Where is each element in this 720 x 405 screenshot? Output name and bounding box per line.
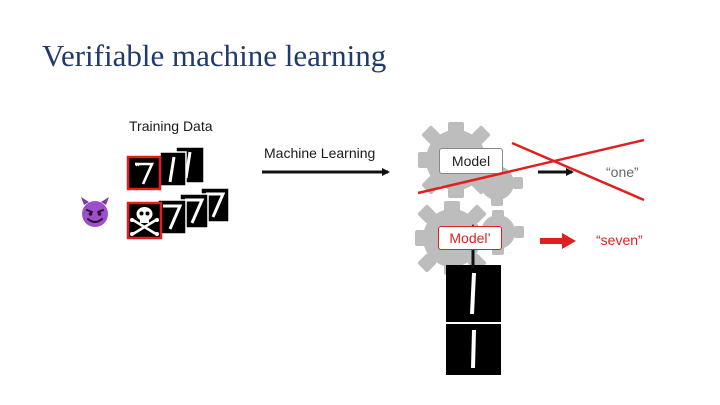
- output-one-label: “one”: [606, 164, 639, 180]
- test-input-images: [446, 265, 501, 375]
- model-prime-label: Model’: [449, 230, 491, 246]
- machine-learning-label: Machine Learning: [264, 145, 376, 161]
- training-data-images: [126, 146, 230, 240]
- output-seven-label: “seven”: [596, 232, 643, 248]
- digit-image: [446, 324, 501, 375]
- devil-emoji-icon: [81, 197, 109, 227]
- model-box: Model: [439, 148, 503, 174]
- digit-image: [157, 199, 187, 235]
- slide-title: Verifiable machine learning: [42, 38, 387, 73]
- model-prime-box: Model’: [438, 226, 502, 250]
- model-label: Model: [451, 153, 491, 169]
- training-data-label: Training Data: [129, 118, 213, 134]
- digit-image: [159, 151, 187, 187]
- skull-crossbones-icon: [126, 201, 163, 240]
- output-arrow-poisoned: [540, 233, 576, 249]
- digit-image: [446, 265, 501, 322]
- poisoned-digit-image: [126, 155, 162, 191]
